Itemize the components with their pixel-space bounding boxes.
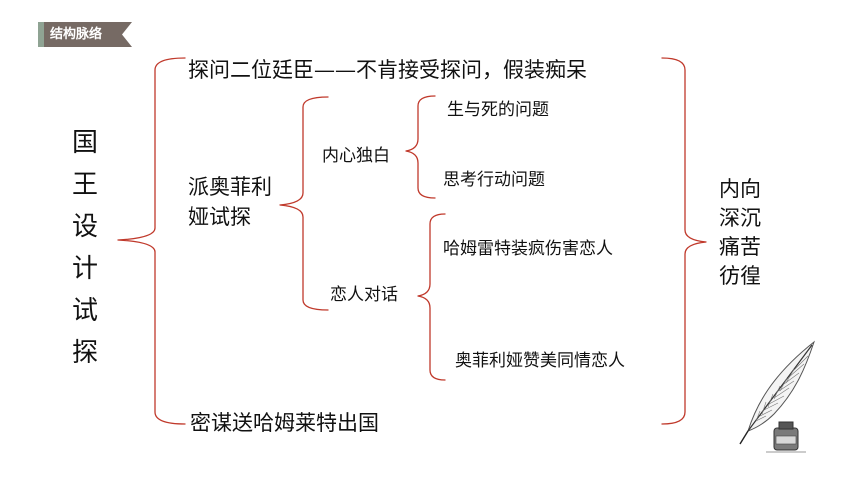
root-node: 国王设计试探: [71, 128, 98, 368]
leaf-node-praise-lover: 奥菲利娅赞美同情恋人: [455, 351, 625, 371]
badge-accent-bar: [38, 22, 44, 47]
branch-node-1: 探问二位廷臣——不肯接受探问，假装痴呆: [188, 58, 587, 82]
conclusion-bracket: [661, 57, 707, 425]
root-bracket: [117, 57, 186, 425]
branch-node-2: 派奥菲利娅试探: [188, 175, 272, 229]
leaf-node-life-death: 生与死的问题: [447, 100, 549, 120]
sub-node-dialogue: 恋人对话: [330, 285, 398, 305]
quill-ink-icon: [739, 340, 816, 453]
monologue-bracket: [405, 95, 436, 199]
badge-body: [44, 22, 132, 47]
conclusion-node: 内向深沉痛苦彷徨: [719, 177, 761, 288]
branch-bracket: [279, 96, 329, 311]
section-badge-label: 结构脉络: [50, 27, 103, 42]
branch-node-3: 密谋送哈姆莱特出国: [190, 411, 379, 435]
leaf-node-action: 思考行动问题: [443, 170, 545, 190]
sub-node-monologue: 内心独白: [322, 146, 390, 166]
dialogue-bracket: [417, 213, 446, 381]
leaf-node-hurt-lover: 哈姆雷特装疯伤害恋人: [443, 239, 613, 259]
section-badge: [38, 22, 132, 47]
